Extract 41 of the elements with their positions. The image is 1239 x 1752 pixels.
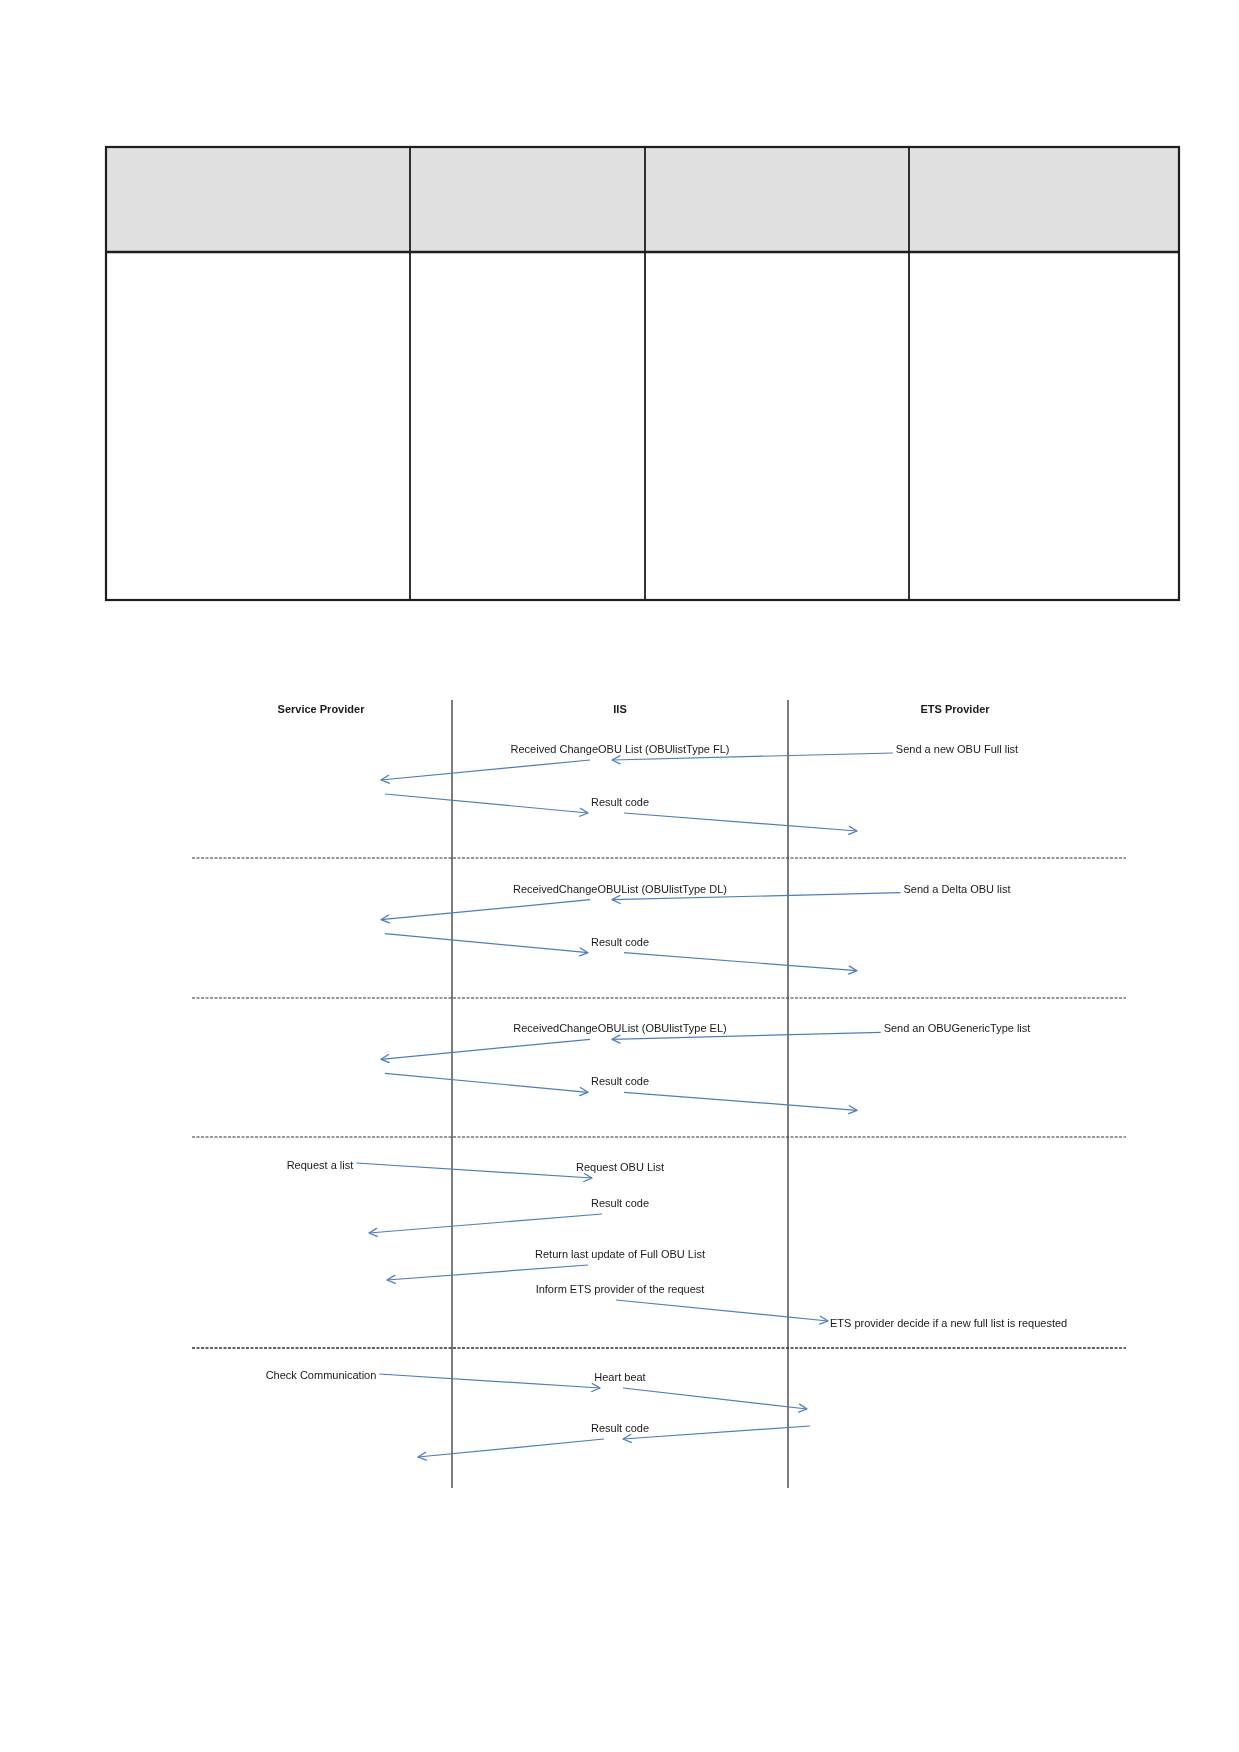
message-arrow [378,1373,601,1393]
message-label: Received ChangeOBU List (OBUlistType FL) [510,742,730,756]
message-arrow [622,1387,808,1413]
message-arrow [368,1213,603,1237]
message-label: Result code [590,934,650,949]
message-arrow [380,899,591,924]
message-label: Send a Delta OBU list [903,881,1011,896]
message-arrow [380,759,591,784]
participant-label: IIS [613,702,627,716]
message-arrow [386,1264,589,1285]
message-arrow [615,1299,829,1325]
message-label: Request a list [286,1158,354,1172]
message-arrow [611,892,902,905]
message-label: ETS provider decide if a new full list is requested [830,1316,1068,1330]
message-arrow [623,1091,858,1115]
message-arrow [417,1438,605,1461]
participant-label: ETS Provider [920,702,990,716]
message-label: ReceivedChangeOBUList (OBUlistType EL) [513,1021,727,1036]
message-arrow [623,952,858,975]
message-label: ReceivedChangeOBUList (OBUlistType DL) [513,881,727,896]
message-label: Send an OBUGenericType list [883,1021,1031,1036]
message-arrow [355,1162,593,1183]
message-label: Result code [590,795,650,809]
message-arrow [622,1425,811,1444]
message-label: Result code [590,1421,650,1435]
message-label: Result code [590,1196,650,1210]
message-label: Heart beat [594,1370,646,1384]
message-arrow [384,793,589,817]
message-label: Request OBU List [576,1160,664,1174]
message-arrow [384,933,589,957]
message-label: Send a new OBU Full list [895,742,1019,756]
message-arrow [611,752,894,765]
participant-label: Service Provider [277,702,365,716]
message-label: Return last update of Full OBU List [535,1247,705,1261]
message-arrow [623,812,858,835]
message-label: Check Communication [265,1368,377,1382]
message-arrow [384,1072,589,1097]
message-arrow [380,1038,591,1064]
message-label: Result code [590,1074,650,1089]
message-arrow [611,1031,882,1044]
message-label: Inform ETS provider of the request [535,1282,705,1296]
